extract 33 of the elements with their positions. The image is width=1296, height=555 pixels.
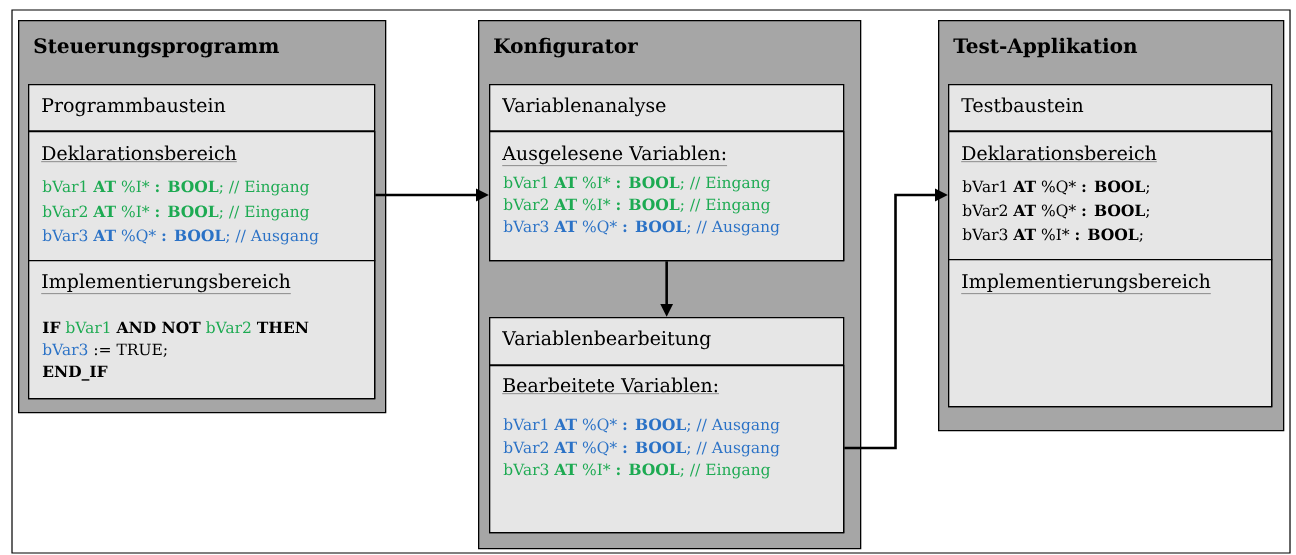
code-line: bVar3 AT %I* : BOOL; // Eingang — [503, 463, 771, 479]
code-line: bVar1 AT %Q* : BOOL; // Ausgang — [503, 418, 780, 434]
module-title: Programmbaustein — [42, 97, 226, 117]
section-heading: Implementierungsbereich — [41, 273, 291, 294]
module-title: Variablenanalyse — [502, 97, 666, 117]
code-line: bVar2 AT %Q* : BOOL; // Ausgang — [503, 441, 780, 457]
code-line: IF bVar1 AND NOT bVar2 THEN — [42, 321, 309, 334]
section-heading: Bearbeitete Variablen: — [502, 377, 720, 394]
panel-title: Steuerungsprogramm — [34, 38, 279, 58]
section-heading: Implementierungsbereich — [961, 273, 1211, 294]
code-line: bVar2 AT %Q* : BOOL; — [962, 204, 1149, 219]
node-label: THEN — [256, 321, 309, 334]
code-line: bVar1 AT %Q* : BOOL; — [962, 180, 1149, 195]
section-heading: Deklarationsbereich — [961, 145, 1158, 162]
section-heading: Deklarationsbereich — [41, 145, 238, 162]
code-line: bVar2 AT %I* : BOOL; // Eingang — [503, 198, 771, 214]
code-line: bVar1 AT %I* : BOOL; // Eingang — [42, 180, 310, 196]
panel-title: Test-Applikation — [953, 37, 1138, 58]
code-line: bVar2 AT %I* : BOOL; // Eingang — [42, 205, 310, 221]
node-label: AND NOT — [116, 321, 201, 334]
code-line: bVar3 AT %Q* : BOOL; // Ausgang — [42, 229, 319, 245]
node-label: bVar2 — [206, 321, 251, 334]
code-line: bVar3 := TRUE; — [42, 343, 167, 358]
section-heading: Ausgelesene Variablen: — [502, 145, 728, 166]
panel-title: Konfigurator — [494, 37, 638, 58]
code-line: END_IF — [42, 365, 108, 381]
code-line: bVar3 AT %I* : BOOL; — [962, 228, 1143, 243]
node-label: IF — [42, 321, 61, 334]
module-title: Variablenbearbeitung — [502, 330, 711, 350]
node-label: bVar1 — [65, 321, 110, 334]
code-line: bVar1 AT %I* : BOOL; // Eingang — [503, 176, 771, 192]
code-line: bVar3 AT %Q* : BOOL; // Ausgang — [503, 220, 780, 236]
module-title: Testbaustein — [961, 97, 1084, 113]
